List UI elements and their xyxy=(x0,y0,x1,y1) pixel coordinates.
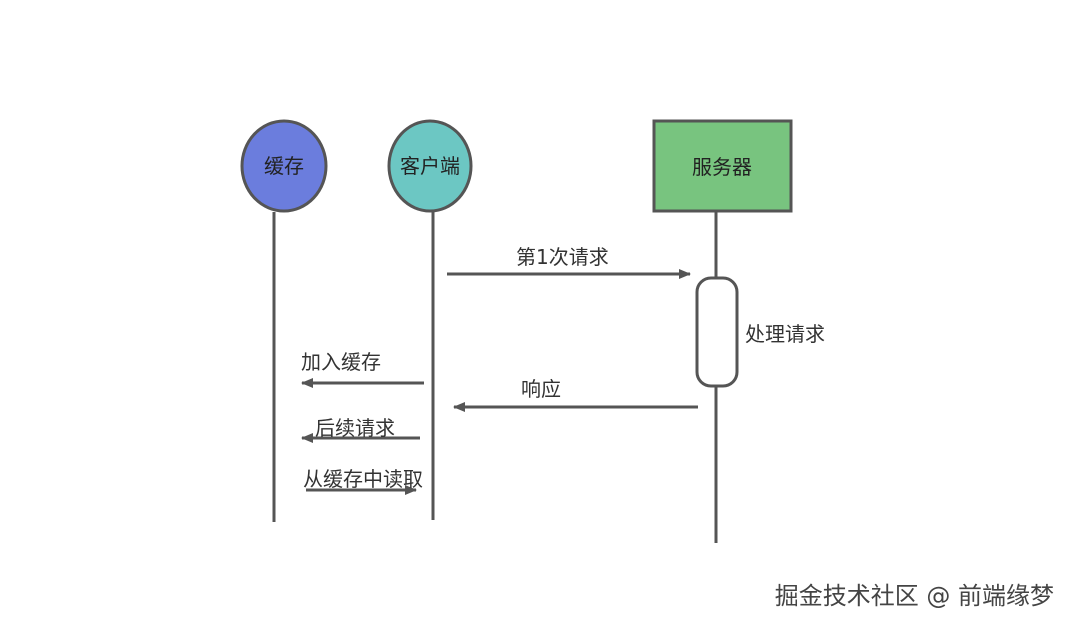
message-follow-up: 后续请求 xyxy=(301,416,420,443)
activation-label: 处理请求 xyxy=(745,322,825,346)
server-label: 服务器 xyxy=(692,155,752,179)
follow-up-label: 后续请求 xyxy=(315,416,395,440)
cache-node xyxy=(240,119,328,213)
message-response: 响应 xyxy=(453,377,698,412)
participant-server: 服务器 xyxy=(652,119,793,213)
client-label: 客户端 xyxy=(400,154,460,178)
response-label: 响应 xyxy=(521,377,561,401)
message-first-request: 第1次请求 xyxy=(447,245,691,279)
participant-cache: 缓存 xyxy=(240,119,328,213)
server-node xyxy=(652,119,793,213)
participant-client: 客户端 xyxy=(387,119,473,213)
cache-label: 缓存 xyxy=(264,154,304,178)
server-activation: 处理请求 xyxy=(695,276,825,388)
message-read-cache: 从缓存中读取 xyxy=(303,467,423,495)
first-request-label: 第1次请求 xyxy=(516,245,609,269)
activation-box xyxy=(695,276,739,388)
add-cache-label: 加入缓存 xyxy=(301,350,381,374)
message-add-cache: 加入缓存 xyxy=(301,350,424,388)
client-node xyxy=(387,119,473,213)
watermark-text: 掘金技术社区 @ 前端缘梦 xyxy=(775,582,1054,610)
read-cache-label: 从缓存中读取 xyxy=(303,467,423,491)
